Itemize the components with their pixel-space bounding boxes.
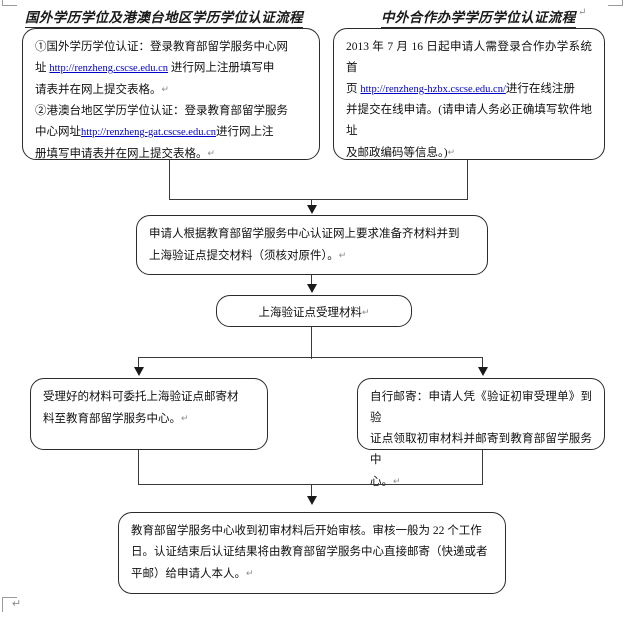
joint-line-2: 页 http://renzheng-hzbx.cscse.edu.cn/进行在线… — [346, 79, 592, 100]
accept-line-1-mark: ↵ — [361, 307, 370, 317]
flow-title-right-paragraph-mark: ↵ — [578, 7, 587, 18]
overseas-line-1: ①国外学历学位认证：登录教育部留学服务中心网 — [35, 41, 288, 53]
arrow-to-review-node — [307, 496, 317, 505]
arrow-to-mail-by-site-node — [134, 367, 144, 376]
crop-mark-bottom-left — [2, 597, 17, 612]
connector-merge-stem-bottom — [311, 484, 313, 500]
accept-line-1-text: 上海验证点受理材料 — [258, 307, 362, 319]
joint-line-2-prefix: 页 — [346, 83, 358, 95]
review-line-3: 平邮）给申请人本人。↵ — [131, 563, 493, 585]
overseas-line-3-mark: ↵ — [161, 84, 170, 94]
arrow-to-mail-by-self-node — [478, 367, 488, 376]
document-end-paragraph-mark: ↵ — [12, 598, 22, 610]
overseas-line-6: 册填写申请表并在网上提交表格。↵ — [35, 143, 307, 165]
joint-line-1: 2013 年 7 月 16 日起申请人需登录合作办学系统首 — [346, 41, 592, 74]
review-line-1: 教育部留学服务中心收到初审材料后开始审核。审核一般为 22 个工作 — [131, 525, 482, 537]
mail-site-line-2: 料至教育部留学服务中心。↵ — [43, 408, 255, 430]
prepare-line-1: 申请人根据教育部留学服务中心认证网上要求准备齐材料并到 — [149, 228, 460, 240]
shanghai-accept-node: 上海验证点受理材料↵ — [216, 295, 412, 327]
joint-line-4: 及邮政编码等信息。)↵ — [346, 142, 592, 164]
joint-line-4-text: 及邮政编码等信息。) — [346, 147, 448, 159]
connector-split-left-drop — [138, 357, 140, 371]
overseas-line-2: 址 http://renzheng.cscse.edu.cn 进行网上注册填写申 — [35, 58, 307, 79]
connector-merge-bar-bottom — [138, 484, 483, 486]
arrow-to-prepare-node — [307, 205, 317, 214]
overseas-line-5: 中心网址http://renzheng-gat.cscse.edu.cn进行网上… — [35, 122, 307, 143]
connector-mail-self-down — [482, 450, 484, 485]
overseas-line-6-text: 册填写申请表并在网上提交表格。 — [35, 148, 208, 160]
review-result-node: 教育部留学服务中心收到初审材料后开始审核。审核一般为 22 个工作 日。认证结束… — [118, 512, 506, 594]
joint-line-2-suffix: 进行在线注册 — [505, 83, 575, 95]
crop-mark-top-left — [2, 0, 17, 6]
overseas-line-2-suffix: 进行网上注册填写申 — [170, 62, 275, 74]
mail-self-line-3-mark: ↵ — [393, 476, 401, 486]
joint-program-url-link[interactable]: http://renzheng-hzbx.cscse.edu.cn/ — [360, 84, 506, 95]
flow-title-right: 中外合作办学学历学位认证流程 — [381, 6, 576, 28]
mail-site-line-2-mark: ↵ — [181, 413, 189, 423]
connector-accept-stem — [311, 327, 313, 359]
prepare-line-2-text: 上海验证点提交材料（须核对原件）。 — [149, 250, 339, 262]
overseas-line-2-prefix: 址 — [35, 62, 47, 74]
mail-site-line-2-text: 料至教育部留学服务中心。 — [43, 413, 181, 425]
mail-self-line-3: 心。↵ — [370, 471, 592, 493]
crop-mark-top-right — [608, 0, 623, 6]
mail-by-self-node: 自行邮寄：申请人凭《验证初审受理单》到验 证点领取初审材料并邮寄到教育部留学服务… — [357, 378, 605, 488]
review-line-3-text: 平邮）给申请人本人。 — [131, 568, 246, 580]
connector-split-bar — [138, 357, 483, 359]
overseas-line-3-text: 请表并在网上提交表格。 — [35, 84, 162, 96]
overseas-registration-url-link[interactable]: http://renzheng.cscse.edu.cn — [49, 63, 169, 74]
overseas-line-5-suffix: 进行网上注 — [216, 126, 274, 138]
connector-split-right-drop — [482, 357, 484, 371]
connector-joint-down — [467, 160, 469, 200]
joint-line-3: 并提交在线申请。(请申请人务必正确填写软件地址 — [346, 104, 592, 137]
overseas-degree-node: ①国外学历学位认证：登录教育部留学服务中心网 址 http://renzheng… — [22, 28, 320, 160]
prepare-materials-node: 申请人根据教育部留学服务中心认证网上要求准备齐材料并到 上海验证点提交材料（须核… — [136, 215, 488, 275]
mail-self-line-1: 自行邮寄：申请人凭《验证初审受理单》到验 — [370, 391, 592, 424]
review-line-3-mark: ↵ — [246, 568, 254, 578]
accept-line-1: 上海验证点受理材料↵ — [229, 302, 399, 324]
prepare-line-2: 上海验证点提交材料（须核对原件）。↵ — [149, 245, 475, 267]
overseas-line-5-prefix: 中心网址 — [35, 126, 81, 138]
connector-overseas-down — [169, 160, 171, 200]
overseas-line-3: 请表并在网上提交表格。↵ — [35, 79, 307, 101]
joint-program-node: 2013 年 7 月 16 日起申请人需登录合作办学系统首 页 http://r… — [333, 28, 605, 160]
mail-self-line-2: 证点领取初审材料并邮寄到教育部留学服务中 — [370, 433, 592, 466]
joint-line-4-mark: ↵ — [447, 147, 456, 157]
gat-registration-url-link[interactable]: http://renzheng-gat.cscse.edu.cn — [81, 127, 216, 138]
overseas-line-4: ②港澳台地区学历学位认证：登录教育部留学服务 — [35, 105, 288, 117]
mail-self-line-3-text: 心。 — [370, 476, 393, 488]
arrow-to-accept-node — [307, 284, 317, 293]
prepare-line-2-mark: ↵ — [338, 250, 347, 260]
flow-title-left: 国外学历学位及港澳台地区学历学位认证流程 — [25, 6, 303, 28]
overseas-line-6-mark: ↵ — [207, 148, 216, 158]
mail-site-line-1: 受理好的材料可委托上海验证点邮寄材 — [43, 391, 239, 403]
review-line-2: 日。认证结束后认证结果将由教育部留学服务中心直接邮寄（快递或者 — [131, 546, 488, 558]
connector-mail-site-down — [138, 450, 140, 485]
connector-prepare-to-accept — [311, 275, 313, 287]
mail-by-site-node: 受理好的材料可委托上海验证点邮寄材 料至教育部留学服务中心。↵ — [30, 378, 268, 450]
connector-merge-bar-top — [169, 199, 468, 201]
